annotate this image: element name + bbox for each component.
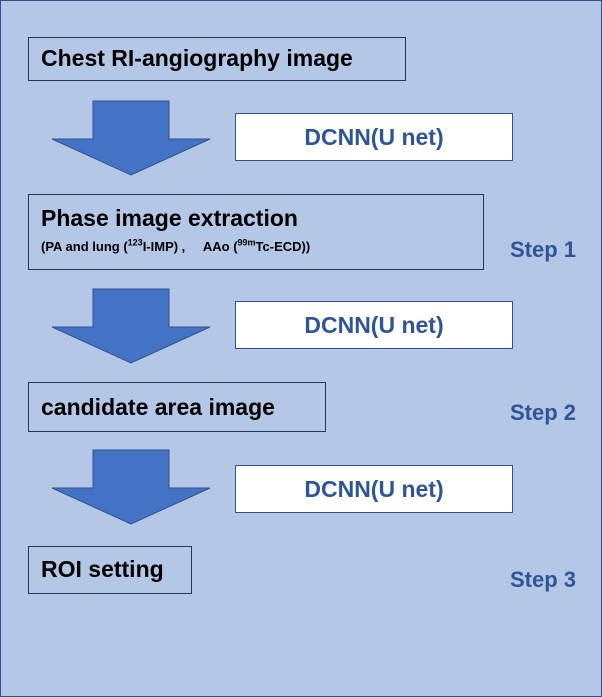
candidate-area-image-box: candidate area image xyxy=(28,382,326,432)
down-arrow-2 xyxy=(51,288,211,364)
phase-image-extraction-box: Phase image extraction (PA and lung (123… xyxy=(28,194,484,270)
phase-image-extraction-subtitle: (PA and lung (123I-IMP) , AAo (99mTc-ECD… xyxy=(41,237,483,254)
dcnn-box-2: DCNN(U net) xyxy=(235,301,513,349)
roi-setting-label: ROI setting xyxy=(41,556,164,582)
isotope-123-superscript: 123 xyxy=(127,237,143,248)
subtitle-prefix: (PA and lung ( xyxy=(41,239,128,254)
candidate-area-image-label: candidate area image xyxy=(41,394,275,420)
dcnn-label-3: DCNN(U net) xyxy=(304,475,444,502)
tracer-ecd-text: Tc-ECD)) xyxy=(255,239,311,254)
roi-setting-box: ROI setting xyxy=(28,546,192,594)
step-3-label: Step 3 xyxy=(510,567,577,592)
tracer-imp-text: I-IMP) , AAo ( xyxy=(142,239,238,254)
isotope-99m-superscript: 99m xyxy=(237,237,256,248)
dcnn-box-3: DCNN(U net) xyxy=(235,465,513,513)
step-2-label: Step 2 xyxy=(510,400,577,425)
phase-image-extraction-title: Phase image extraction xyxy=(41,205,298,231)
down-arrow-1 xyxy=(51,100,211,176)
dcnn-box-1: DCNN(U net) xyxy=(235,113,513,161)
down-arrow-3 xyxy=(51,449,211,525)
dcnn-label-1: DCNN(U net) xyxy=(304,123,444,150)
dcnn-label-2: DCNN(U net) xyxy=(304,311,444,338)
step-1-label: Step 1 xyxy=(510,237,577,262)
chest-ri-angiography-box: Chest RI-angiography image xyxy=(28,37,406,81)
chest-ri-angiography-label: Chest RI-angiography image xyxy=(41,45,353,71)
